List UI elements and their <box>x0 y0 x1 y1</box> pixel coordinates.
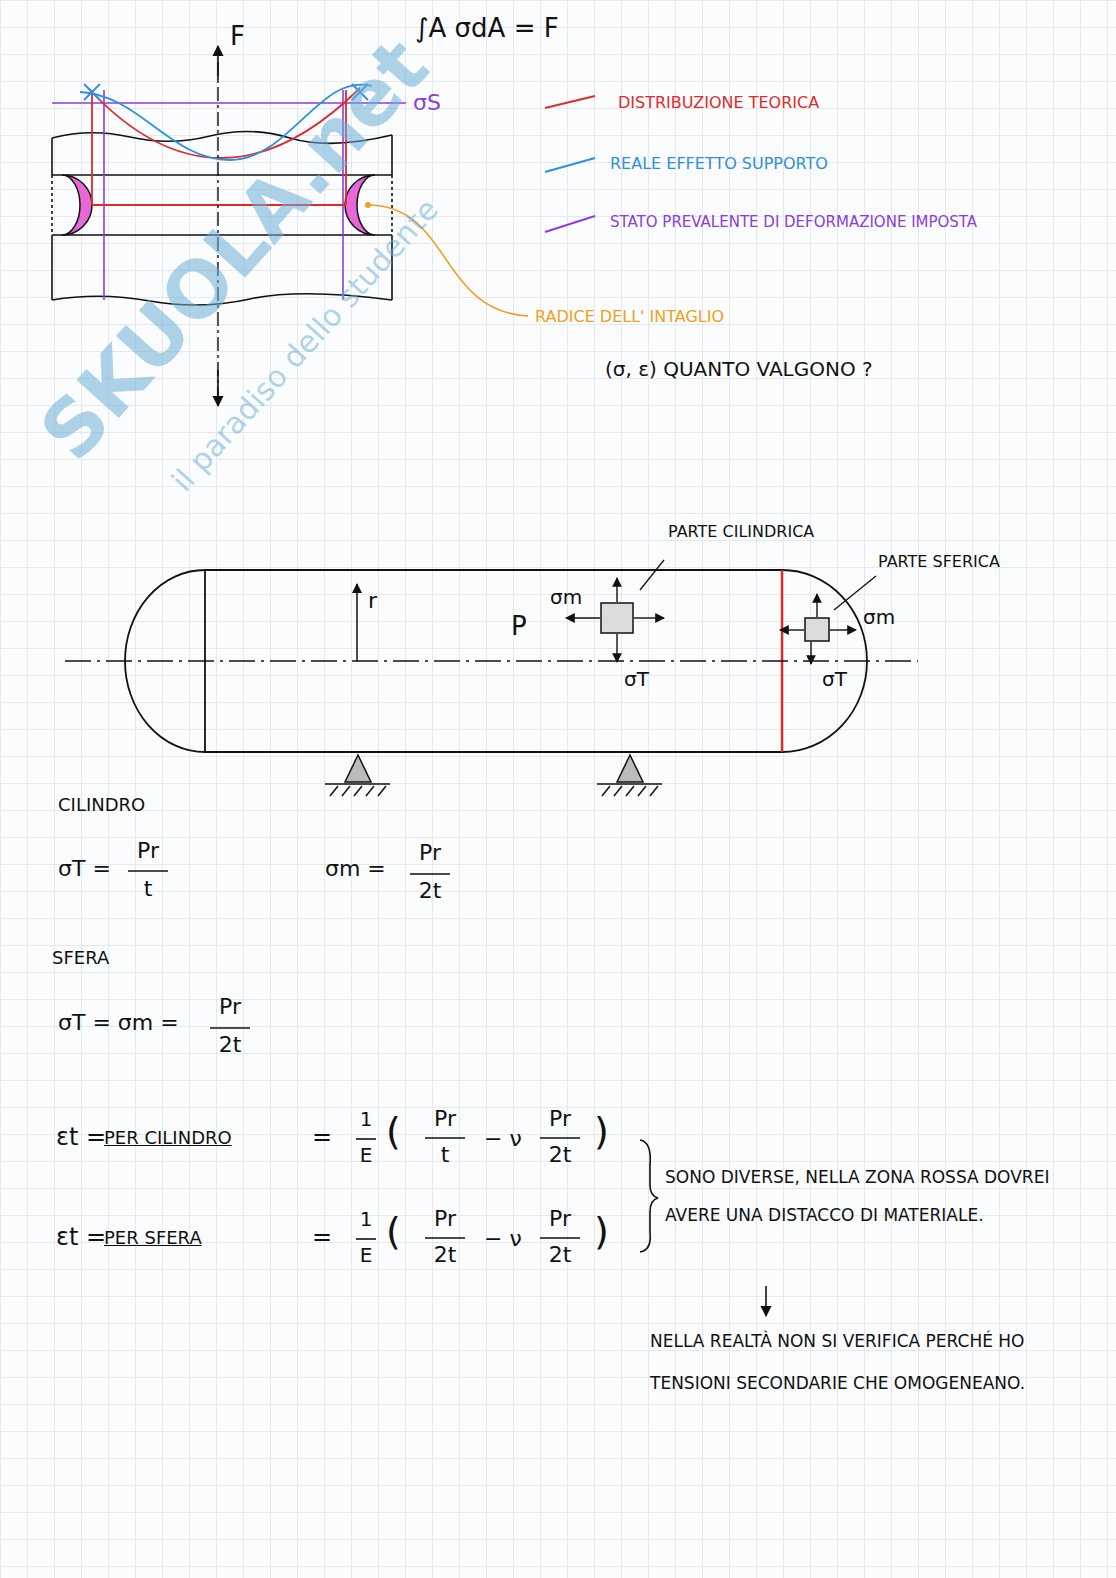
note-text: E <box>360 1144 373 1167</box>
note-text: σm <box>863 606 895 629</box>
note-text: E <box>360 1244 373 1267</box>
note-text: PARTE SFERICA <box>878 553 1000 571</box>
note-text: 2t <box>549 1142 572 1167</box>
leader-line <box>834 576 876 610</box>
note-text: σT <box>624 668 649 691</box>
stress-arrows <box>780 594 856 664</box>
legend-text: DISTRIBUZIONE TEORICA <box>618 94 819 112</box>
note-text: Pr <box>549 1106 571 1131</box>
note-text: 2t <box>219 1032 242 1057</box>
note-text: − ν <box>484 1226 522 1251</box>
stress-element <box>601 603 633 633</box>
note-text: = <box>312 1124 332 1152</box>
force-arrow <box>217 46 219 80</box>
note-text: 2t <box>434 1242 457 1267</box>
note-text: σm = <box>325 856 386 881</box>
note-text: F <box>230 22 245 52</box>
note-text: ∫A σdA = F <box>415 14 559 44</box>
consequence-arrow <box>765 1286 767 1316</box>
radius-arrow <box>356 584 358 661</box>
leader-dot <box>365 202 371 208</box>
note-text: − ν <box>484 1126 522 1151</box>
legend-line <box>545 96 595 108</box>
leader-line <box>640 560 664 590</box>
note-text: 2t <box>549 1242 572 1267</box>
note-text: PARTE CILINDRICA <box>668 523 814 541</box>
note-text: Pr <box>219 994 241 1019</box>
note-text: SONO DIVERSE, NELLA ZONA ROSSA DOVREI AV… <box>665 1158 1095 1234</box>
note-text: NELLA REALTÀ NON SI VERIFICA PERCHÉ HO T… <box>650 1320 1080 1404</box>
note-text: ( <box>386 1210 401 1254</box>
support <box>325 755 662 796</box>
note-text: Pr <box>434 1206 456 1231</box>
legend-line <box>545 158 595 172</box>
note-text: ( <box>386 1110 401 1154</box>
note-text: 1 <box>360 1108 373 1131</box>
note-text: ) <box>594 1210 609 1254</box>
note-text: 2t <box>419 878 442 903</box>
notch-root <box>62 175 92 235</box>
note-text: σT <box>822 668 847 691</box>
note-text: Pr <box>419 840 441 865</box>
brace <box>640 1140 658 1252</box>
note-text: t <box>441 1142 450 1167</box>
note-text: = <box>312 1224 332 1252</box>
note-text: SFERA <box>52 948 109 969</box>
force-arrow <box>217 370 219 406</box>
note-text: ) <box>594 1110 609 1154</box>
note-text: Pr <box>434 1106 456 1131</box>
legend-text: REALE EFFETTO SUPPORTO <box>610 155 828 173</box>
legend-line <box>545 216 595 232</box>
legend-text: STATO PREVALENTE DI DEFORMAZIONE IMPOSTA <box>610 211 1010 233</box>
note-text: P <box>511 612 527 642</box>
note-text: (σ, ε) QUANTO VALGONO ? <box>605 358 873 381</box>
note-text: PER SFERA <box>104 1228 202 1249</box>
note-text: Pr <box>137 838 159 863</box>
note-text: r <box>368 588 377 613</box>
note-text: 1 <box>360 1208 373 1231</box>
axis <box>65 660 918 661</box>
note-text: CILINDRO <box>58 795 145 816</box>
note-text: t <box>144 876 153 901</box>
note-text: PER CILINDRO <box>104 1128 232 1149</box>
note-text: σT = <box>58 856 111 881</box>
stress-element <box>805 618 829 641</box>
note-text: RADICE DELL' INTAGLIO <box>535 308 724 326</box>
note-text: εt = <box>56 1224 106 1252</box>
note-text: σm <box>550 586 582 609</box>
note-text: σT = σm = <box>58 1010 179 1035</box>
fraction-bar <box>128 871 580 1239</box>
note-text: εt = <box>56 1124 106 1152</box>
note-text: Pr <box>549 1206 571 1231</box>
